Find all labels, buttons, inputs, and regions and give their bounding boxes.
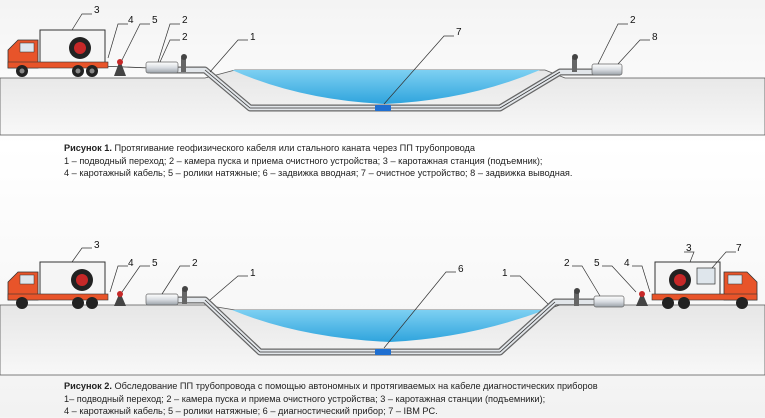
label-4-right: 4 — [624, 258, 630, 269]
label-4: 4 — [128, 15, 134, 26]
label-7: 7 — [456, 27, 462, 38]
caption-figure-1: Рисунок 1. Протягивание геофизического к… — [64, 142, 572, 180]
cleaning-device — [375, 105, 391, 111]
label-5: 5 — [152, 15, 158, 26]
label-3: 3 — [94, 5, 100, 16]
water-2 — [232, 310, 545, 342]
leader-lines-2 — [71, 247, 736, 349]
label-2b: 2 — [182, 32, 188, 43]
label-3-left: 3 — [94, 240, 100, 251]
label-3-right: 3 — [686, 243, 692, 254]
figure-2-diagram: 3 4 5 2 1 6 1 2 5 4 3 7 — [0, 240, 765, 376]
label-2-right: 2 — [630, 15, 636, 26]
diagnostic-device — [375, 349, 391, 355]
label-2-left: 2 — [192, 258, 198, 269]
label-6: 6 — [458, 264, 464, 275]
caption-2-title: Рисунок 2. — [64, 381, 112, 391]
label-2a: 2 — [182, 15, 188, 26]
legend-1-line-2: 4 – каротажный кабель; 5 – ролики натяжн… — [64, 168, 573, 178]
receive-chamber-right — [574, 288, 625, 308]
label-8: 8 — [652, 32, 658, 43]
legend-2-line-2: 4 – каротажный кабель; 5 – ролики натяжн… — [64, 406, 438, 416]
label-5-left: 5 — [152, 258, 158, 269]
logging-truck — [7, 29, 109, 77]
tension-rollers-left — [114, 291, 126, 306]
tension-rollers-right — [636, 291, 648, 306]
leader-lines — [71, 13, 650, 105]
logging-truck-right — [651, 261, 758, 309]
label-7-pc: 7 — [736, 243, 742, 254]
figure-1: 3 4 5 2 2 1 7 2 8 — [0, 0, 765, 140]
legend-1-line-1: 1 – подводный переход; 2 – камера пуска … — [64, 155, 543, 166]
label-1-right: 1 — [502, 268, 508, 279]
figure-1-diagram: 3 4 5 2 2 1 7 2 8 — [0, 5, 765, 136]
water — [232, 70, 540, 104]
label-2-right: 2 — [564, 258, 570, 269]
receive-chamber — [572, 54, 623, 76]
caption-1-title: Рисунок 1. — [64, 143, 112, 153]
label-4-left: 4 — [128, 258, 134, 269]
label-1-left: 1 — [250, 268, 256, 279]
legend-2-line-1: 1– подводный переход; 2 – камера пуска и… — [64, 393, 546, 404]
caption-figure-2: Рисунок 2. Обследование ПП трубопровода … — [64, 380, 598, 418]
figure-2: 3 4 5 2 1 6 1 2 5 4 3 7 — [0, 200, 765, 380]
tension-rollers — [114, 59, 126, 76]
label-5-right: 5 — [594, 258, 600, 269]
caption-1-text: Протягивание геофизического кабеля или с… — [111, 143, 475, 153]
pc-icon — [696, 267, 716, 285]
launch-chamber — [145, 54, 187, 74]
logging-truck-left — [7, 261, 109, 309]
label-1: 1 — [250, 32, 256, 43]
caption-2-text: Обследование ПП трубопровода с помощью а… — [111, 381, 598, 391]
